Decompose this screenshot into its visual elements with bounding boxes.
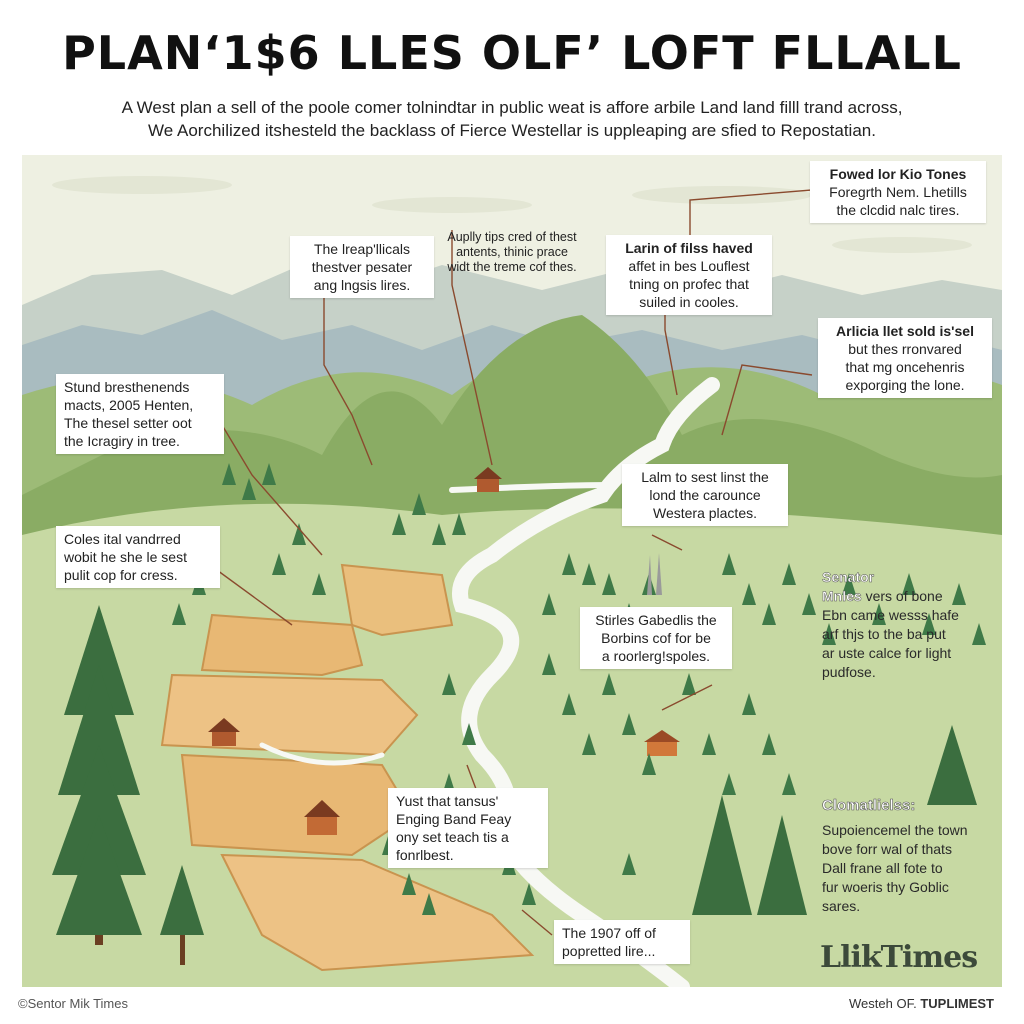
clouds bbox=[52, 176, 972, 253]
path-trail bbox=[259, 742, 385, 766]
pine-right bbox=[692, 725, 977, 915]
cabin-lower bbox=[304, 800, 340, 835]
cabin-right bbox=[644, 730, 680, 756]
page-subtitle: A West plan a sell of the poole comer to… bbox=[30, 96, 994, 142]
stream bbox=[449, 482, 615, 493]
callout-3: Larin of filss haved affet in bes Loufle… bbox=[606, 235, 772, 315]
callout-6: Stund bresthenends macts, 2005 Henten, T… bbox=[56, 374, 224, 454]
callout-5: Arlicia llet sold is'sel but thes rronva… bbox=[818, 318, 992, 398]
page-title: PLAN‘1$6 LLES OLF’ LOFT FLLALL bbox=[62, 26, 962, 80]
cabin-upper bbox=[474, 467, 502, 492]
senator-heading: Senator bbox=[822, 569, 875, 586]
terraced-fields bbox=[160, 563, 535, 972]
footer-credit: ©Sentor Mik Times bbox=[18, 996, 128, 1011]
towers bbox=[647, 553, 662, 595]
climate-note: Clomatlielss: Supoiencemel the town bove… bbox=[822, 796, 1002, 916]
callout-1: The lreap'llicals thestver pesater ang l… bbox=[290, 236, 434, 298]
cabin-left bbox=[208, 718, 240, 746]
publication-logo: LlikTimes bbox=[820, 940, 978, 975]
callout-9: Stirles Gabedlis the Borbins cof for be … bbox=[580, 607, 732, 669]
forest-trees bbox=[172, 463, 986, 915]
climate-heading: Clomatlielss: bbox=[822, 797, 916, 815]
pine-small-left bbox=[160, 865, 204, 965]
subtitle-line-1: A West plan a sell of the poole comer to… bbox=[121, 98, 903, 117]
subtitle-line-2: We Aorchilized itshesteld the backlass o… bbox=[148, 121, 876, 140]
callout-10: Yust that tansus' Enging Band Feay ony s… bbox=[388, 788, 548, 868]
senator-subheading: Mnles bbox=[822, 588, 862, 605]
large-pine-left bbox=[52, 605, 146, 945]
river bbox=[452, 377, 720, 987]
callout-2: Auplly tips cred of thest antents, thini… bbox=[447, 230, 577, 274]
callout-7: Lalm to sest linst the lond the carounce… bbox=[622, 464, 788, 526]
senator-note: Senator Mnles vers of bone Ebn came wess… bbox=[822, 568, 1002, 682]
callout-8: Coles ital vandrred wobit he she le sest… bbox=[56, 526, 220, 588]
callout-11: The 1907 off of popretted lire... bbox=[554, 920, 690, 964]
callout-4: Fowed lor Kio Tones Foregrth Nem. Lhetil… bbox=[810, 161, 986, 223]
footer-source: Westeh OF. TUPLIMEST bbox=[849, 996, 994, 1011]
